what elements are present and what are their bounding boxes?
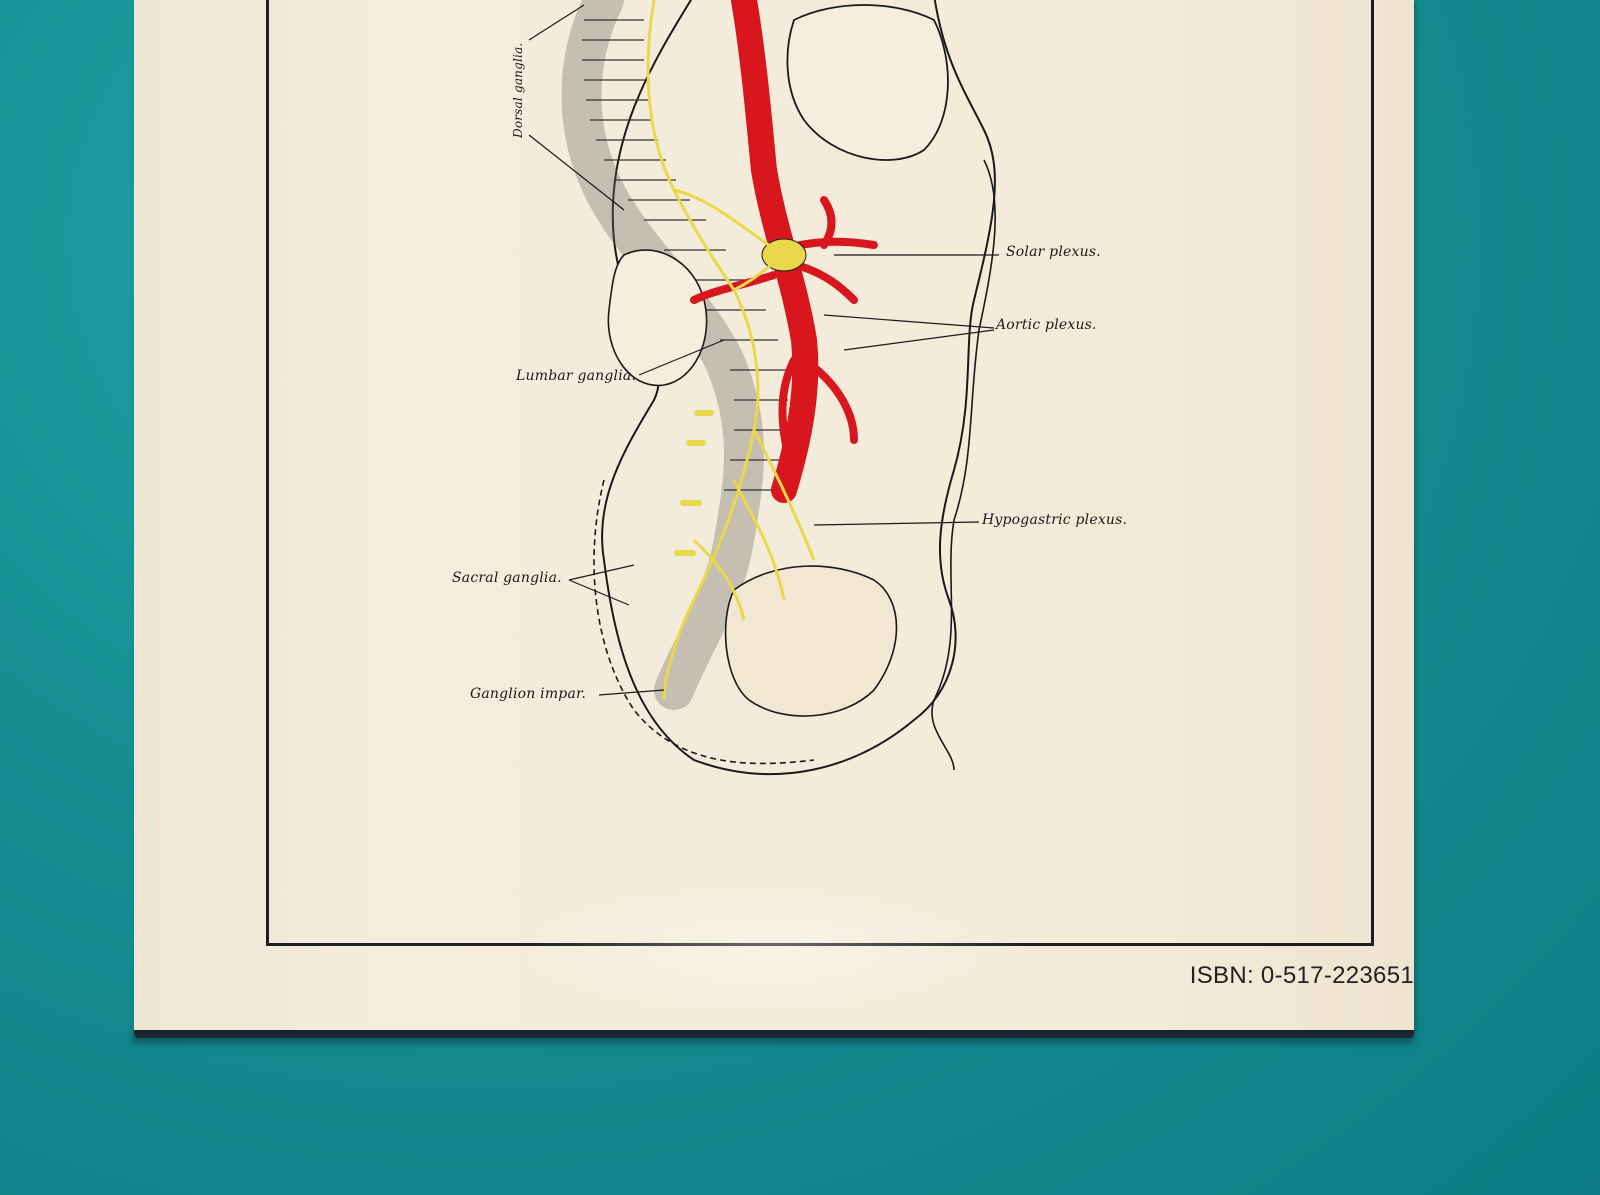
label-lumbar-ganglia: Lumbar ganglia.	[516, 368, 637, 384]
label-solar-plexus: Solar plexus.	[1006, 244, 1101, 260]
leader-lines	[528, 4, 999, 696]
spinal-column	[561, 0, 764, 710]
cover-glare	[514, 880, 1034, 1020]
sympathetic-nerves	[646, 0, 816, 701]
label-dorsal-ganglia: Dorsal ganglia.	[511, 42, 525, 138]
isbn-text: ISBN: 0-517-223651	[1189, 962, 1414, 989]
cover-frame	[266, 0, 1374, 946]
outer-contour	[931, 159, 996, 771]
pelvic-bowl	[593, 479, 815, 765]
heart	[786, 4, 949, 161]
label-hypogastric-plexus: Hypogastric plexus.	[982, 512, 1128, 528]
label-ganglion-impar: Ganglion impar.	[470, 686, 587, 702]
sacral-ganglia-marks	[674, 410, 714, 556]
pelvic-organs	[724, 565, 898, 717]
label-sacral-ganglia: Sacral ganglia.	[452, 570, 562, 586]
book-back-cover: Dorsal ganglia. Solar plexus. Aortic ple…	[134, 0, 1414, 1030]
kidney	[607, 249, 708, 387]
anatomical-illustration	[528, 0, 999, 776]
label-aortic-plexus: Aortic plexus.	[996, 317, 1097, 333]
